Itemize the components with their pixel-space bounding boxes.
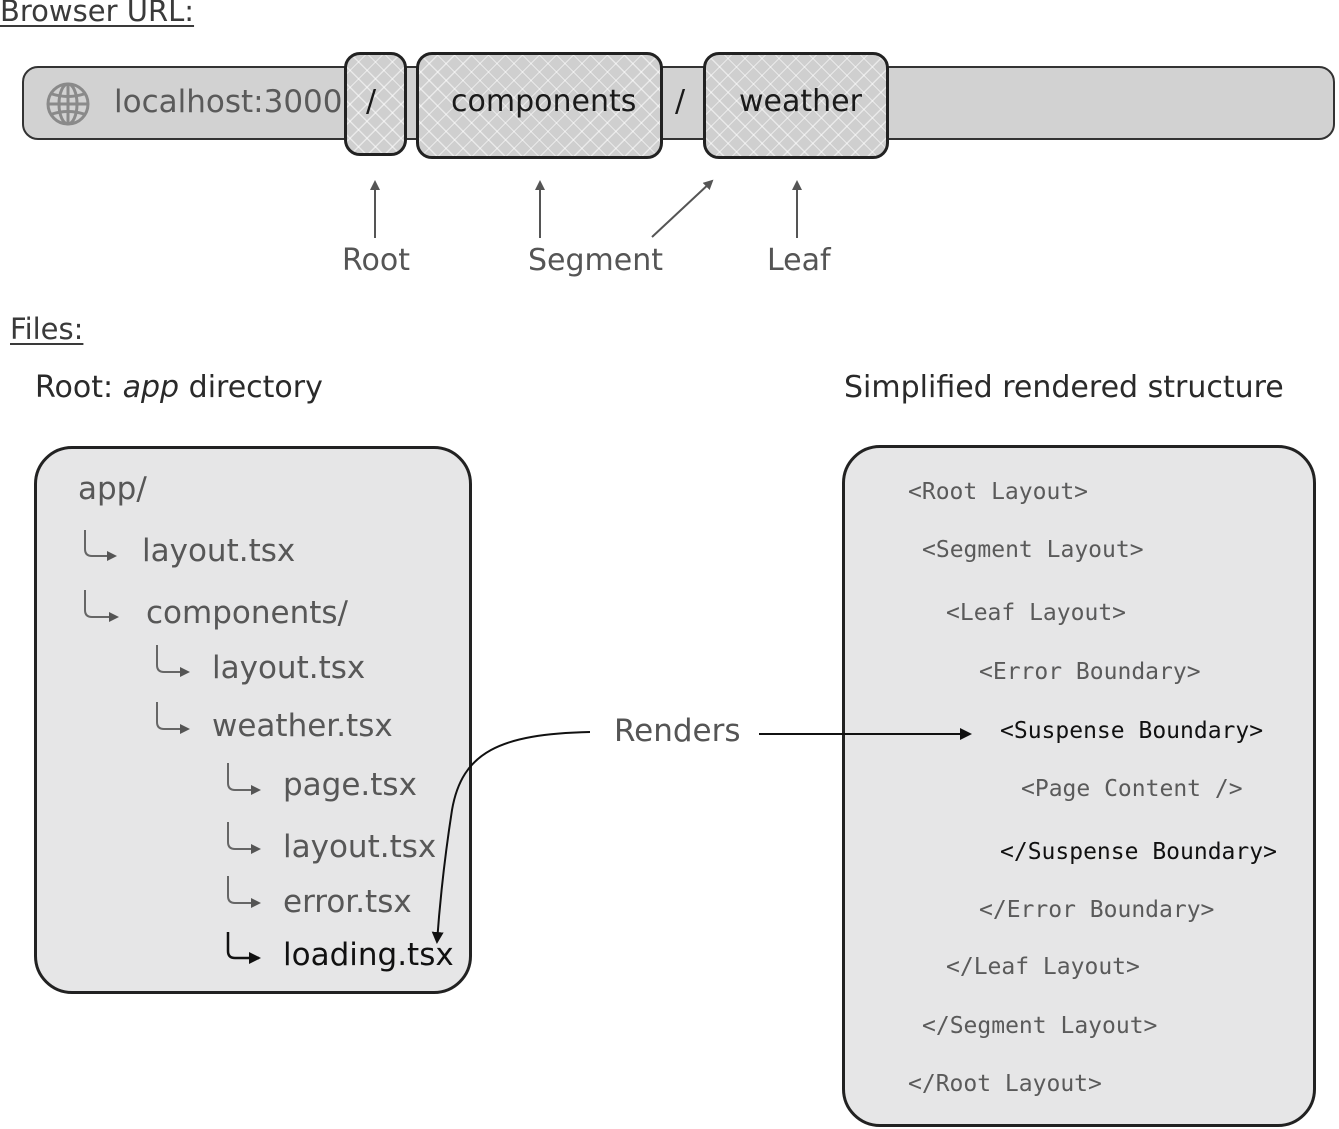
tree-connector-weather xyxy=(156,702,190,734)
browser-url-heading: Browser URL: xyxy=(0,0,195,28)
structure-line-leaf-layout-open: <Leaf Layout> xyxy=(946,600,1127,626)
tree-connector-components-layout xyxy=(156,645,190,677)
tree-connector-page xyxy=(227,763,261,795)
tree-connector-components xyxy=(84,590,119,622)
url-host: localhost:3000 xyxy=(114,84,343,120)
url-slash-separator: / xyxy=(675,84,686,119)
structure-line-segment-layout-close: </Segment Layout> xyxy=(922,1013,1158,1039)
structure-panel xyxy=(842,445,1316,1127)
segment-diagonal-arrow xyxy=(651,179,714,238)
segment-label: Segment xyxy=(528,243,663,278)
url-segment-weather: weather xyxy=(739,84,862,119)
structure-line-suspense-boundary-open: <Suspense Boundary> xyxy=(1000,718,1264,744)
tree-connector-error xyxy=(227,876,261,908)
root-segment-box xyxy=(344,52,407,156)
renders-label: Renders xyxy=(614,713,741,749)
tree-item-components: components/ xyxy=(146,595,348,631)
files-title: Root: app directory xyxy=(35,370,323,405)
tree-connector-loading xyxy=(226,932,261,964)
structure-line-page-content: <Page Content /> xyxy=(1021,776,1243,802)
url-segment-components: components xyxy=(451,84,637,119)
weather-segment-box xyxy=(703,52,889,159)
structure-title: Simplified rendered structure xyxy=(844,370,1284,405)
structure-line-root-layout-open: <Root Layout> xyxy=(908,479,1089,505)
components-segment-box xyxy=(416,52,663,159)
globe-icon xyxy=(46,82,90,126)
leaf-label: Leaf xyxy=(767,243,831,278)
url-slash-root: / xyxy=(366,84,377,119)
tree-item-weather: weather.tsx xyxy=(212,708,393,744)
structure-line-suspense-boundary-close: </Suspense Boundary> xyxy=(1000,839,1277,865)
structure-line-error-boundary-open: <Error Boundary> xyxy=(979,659,1201,685)
files-title-suffix: directory xyxy=(179,370,323,405)
tree-item-loading: loading.tsx xyxy=(283,937,454,973)
root-label: Root xyxy=(342,243,410,278)
tree-item-error: error.tsx xyxy=(283,884,412,920)
structure-line-leaf-layout-close: </Leaf Layout> xyxy=(946,954,1140,980)
tree-connector-root-layout xyxy=(84,530,117,561)
tree-item-root-layout: layout.tsx xyxy=(142,533,296,569)
tree-item-page: page.tsx xyxy=(283,767,417,803)
tree-item-components-layout: layout.tsx xyxy=(212,650,366,686)
files-heading: Files: xyxy=(10,312,84,346)
url-bar xyxy=(22,66,1335,140)
structure-line-segment-layout-open: <Segment Layout> xyxy=(922,537,1144,563)
files-title-prefix: Root: xyxy=(35,370,123,405)
tree-item-app: app/ xyxy=(78,471,147,507)
tree-connector-weather-layout xyxy=(227,822,261,854)
tree-item-weather-layout: layout.tsx xyxy=(283,829,437,865)
files-title-emphasis: app xyxy=(122,370,180,405)
renders-curve-arrow xyxy=(431,731,591,944)
structure-line-error-boundary-close: </Error Boundary> xyxy=(979,897,1215,923)
structure-line-root-layout-close: </Root Layout> xyxy=(908,1071,1102,1097)
